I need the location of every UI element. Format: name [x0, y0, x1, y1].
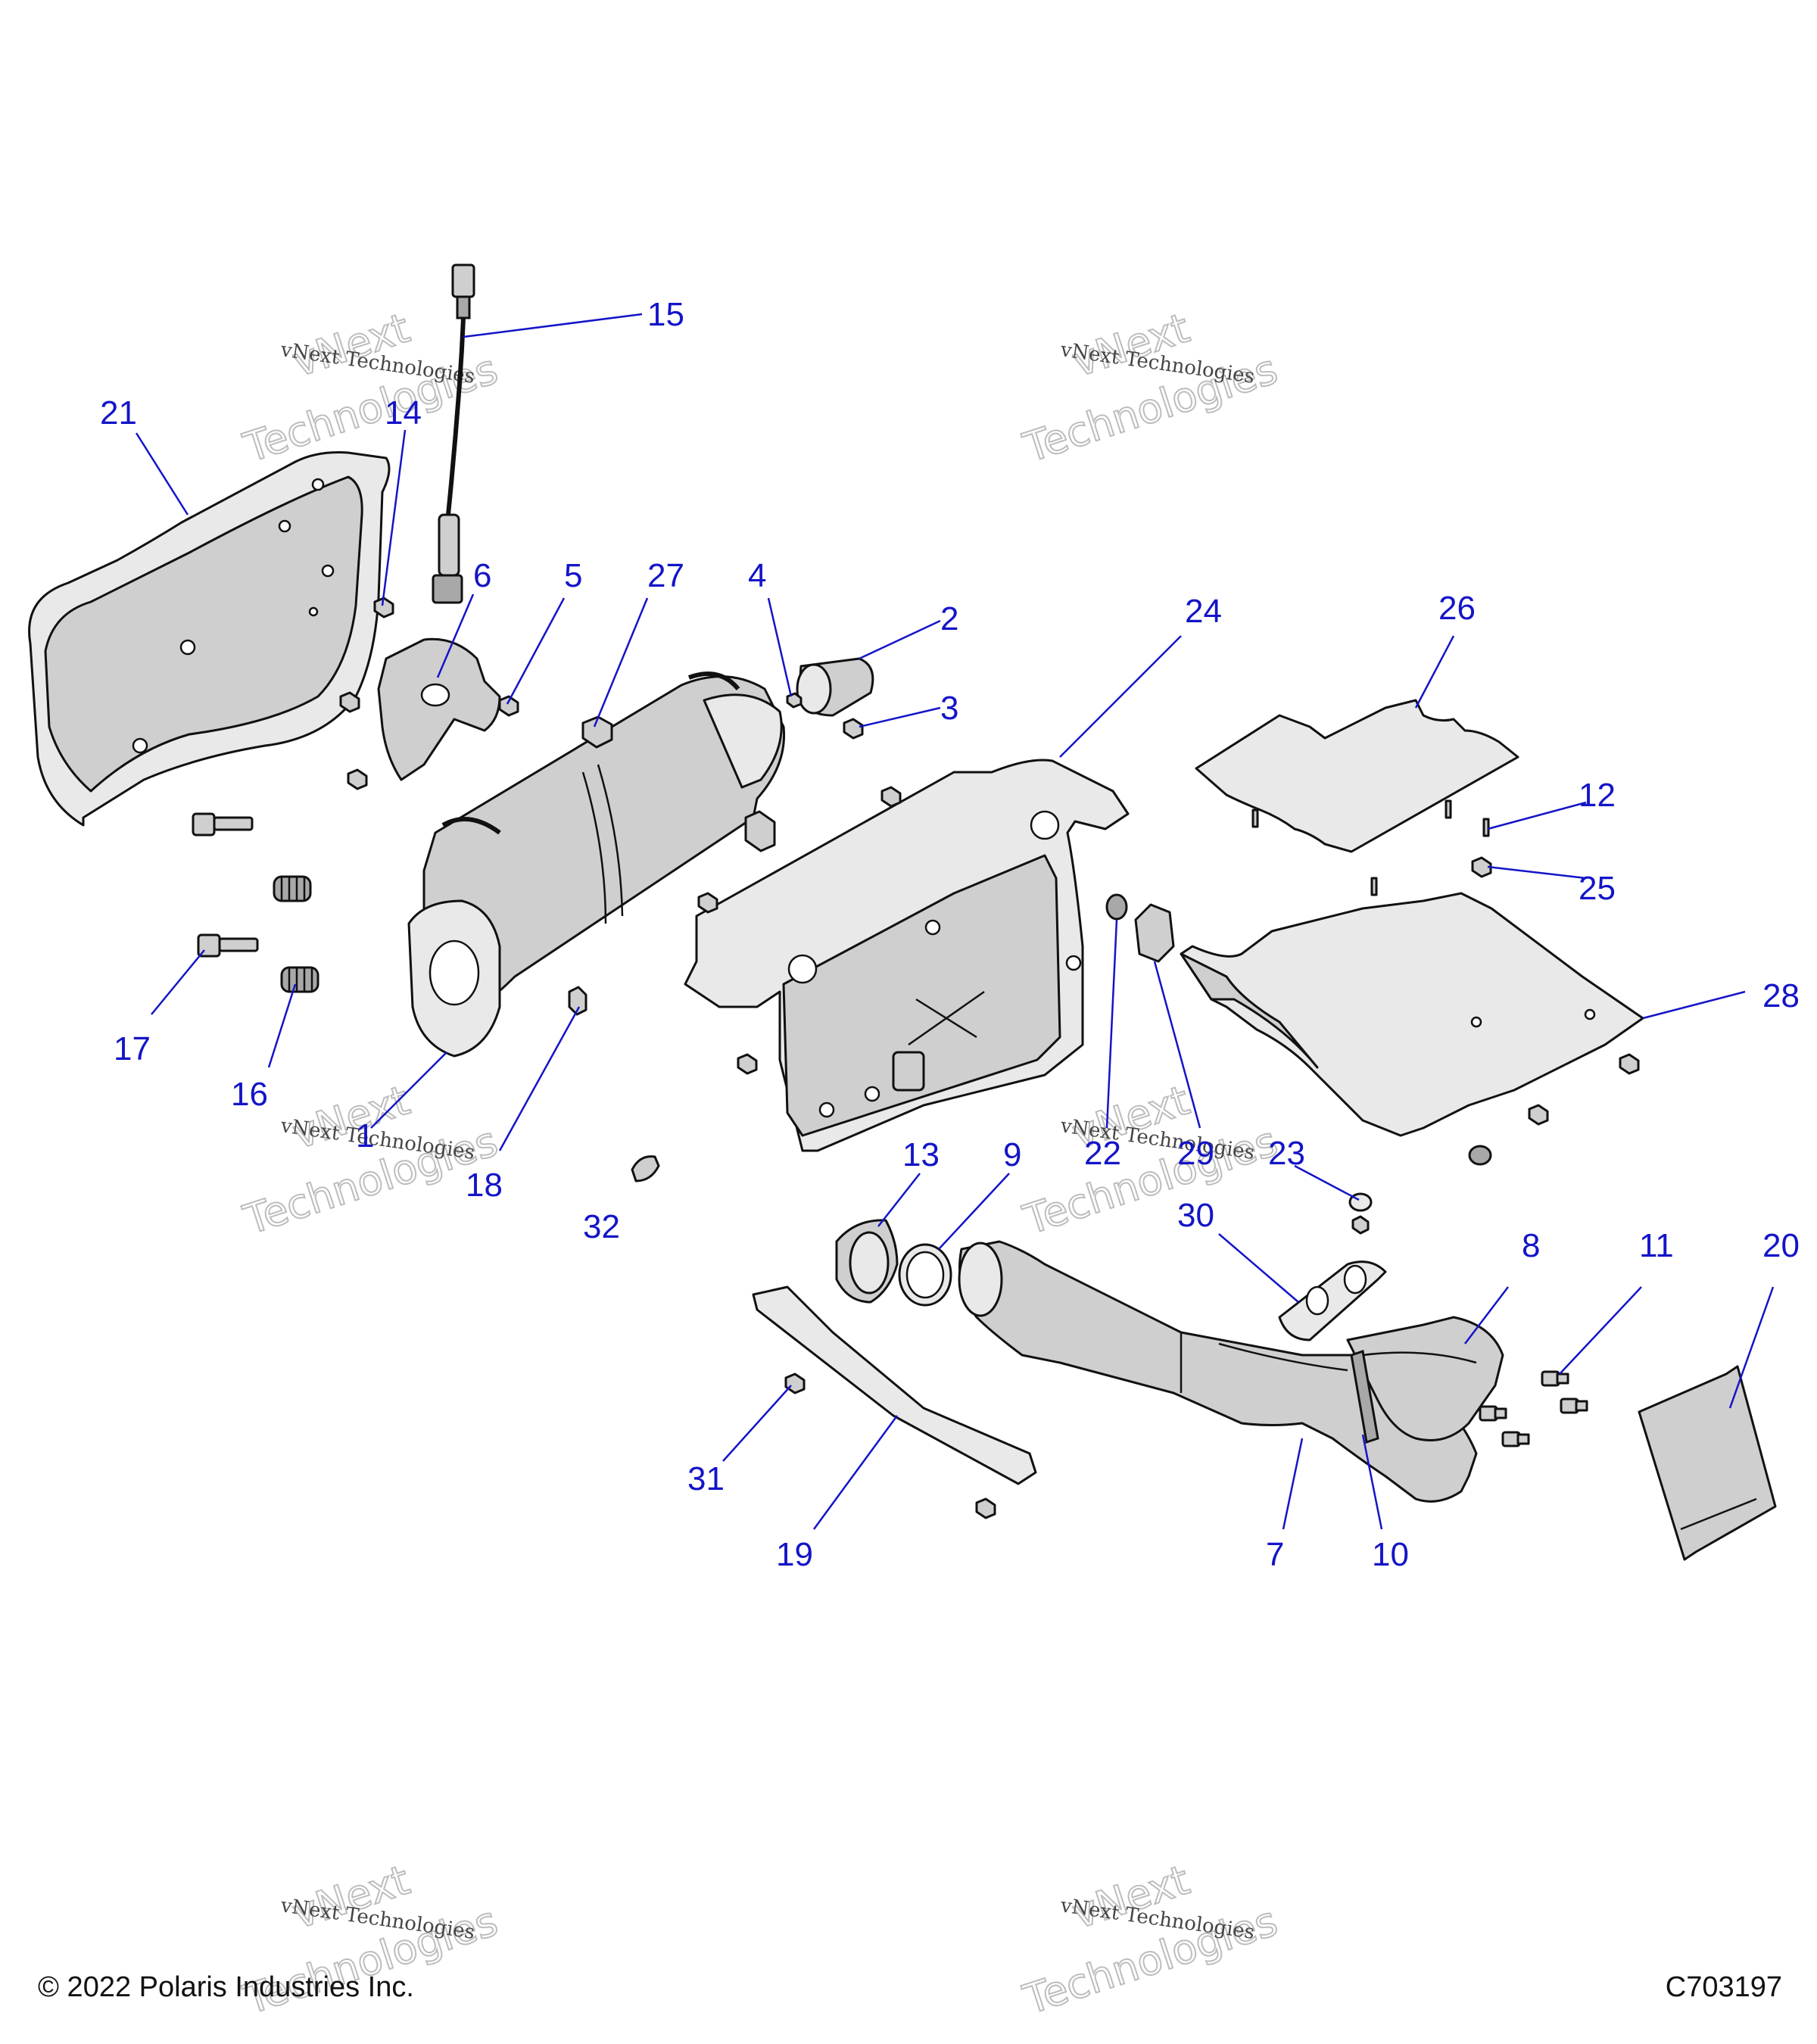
fastener-28-top	[1370, 877, 1378, 896]
part-16-spring-upper	[273, 875, 312, 902]
part-18-fastener	[568, 986, 587, 1016]
watermark-top-right: vNext Technologies vNext Technologies	[1017, 304, 1283, 473]
part-29-bracket	[1134, 903, 1175, 963]
fastener-19	[975, 1497, 996, 1519]
part-11-bolt-b	[1560, 1397, 1588, 1414]
part-10-band	[1350, 1350, 1379, 1444]
callout-6: 6	[473, 557, 491, 594]
part-13-coupling	[835, 1219, 899, 1304]
callout-4: 4	[748, 557, 766, 594]
fastener-5	[498, 695, 519, 717]
fastener-31	[784, 1373, 806, 1394]
callout-23: 23	[1268, 1135, 1305, 1172]
callout-18: 18	[466, 1167, 503, 1204]
callout-8: 8	[1522, 1227, 1540, 1264]
washer-28	[1468, 1145, 1492, 1166]
fastener-24-top	[880, 786, 902, 808]
callout-1: 1	[356, 1117, 374, 1154]
part-17-bolt-lower	[197, 933, 259, 958]
callout-22: 22	[1084, 1135, 1121, 1172]
part-11-bolt-a	[1541, 1370, 1569, 1387]
part-20-plate	[1638, 1365, 1777, 1561]
callout-25: 25	[1579, 870, 1616, 907]
part-11-bolt-c	[1479, 1405, 1507, 1422]
fastener-24-left	[697, 892, 718, 914]
leader-lines	[135, 313, 1775, 1530]
callout-14: 14	[385, 394, 422, 432]
part-2-tailpipe-tip	[796, 657, 874, 717]
fastener-3	[843, 718, 864, 740]
callout-32: 32	[583, 1208, 620, 1245]
callout-11: 11	[1639, 1227, 1674, 1264]
part-17-bolt-upper	[192, 812, 254, 837]
part-28-lower-right-shield	[1180, 892, 1644, 1137]
part-22-washer	[1105, 893, 1128, 921]
part-16-spring-lower	[280, 966, 319, 993]
callout-26: 26	[1438, 590, 1476, 627]
drawing-number: C703197	[1665, 1971, 1782, 2003]
fastener-28-bottom	[1528, 1104, 1549, 1126]
part-21-heat-shield-left	[28, 451, 391, 827]
fastener-26-b	[1445, 799, 1452, 819]
fastener-25	[1471, 856, 1492, 878]
callout-labels: 1 2 3 4 5 6 7 8 9 10 11 12 13 14 15 16 1…	[100, 296, 1800, 1573]
fastener-4	[786, 692, 803, 709]
part-8-manifold	[1346, 1316, 1504, 1441]
part-32-clamp	[631, 1155, 660, 1182]
callout-3: 3	[940, 690, 958, 727]
part-1-muffler	[407, 671, 786, 1058]
callout-16: 16	[231, 1076, 268, 1113]
callout-19: 19	[776, 1536, 813, 1573]
callout-2: 2	[940, 600, 958, 637]
copyright-notice: © 2022 Polaris Industries Inc.	[38, 1971, 414, 2003]
part-6-sensor-shield	[377, 637, 501, 781]
callout-20: 20	[1762, 1227, 1800, 1264]
fastener-left-1	[339, 691, 360, 713]
callout-30: 30	[1177, 1197, 1214, 1234]
callout-5: 5	[564, 557, 582, 594]
part-26-upper-right-shield	[1195, 699, 1519, 853]
fastener-left-2	[347, 768, 368, 790]
callout-13: 13	[902, 1136, 940, 1173]
callout-10: 10	[1372, 1536, 1409, 1573]
callout-17: 17	[114, 1030, 151, 1067]
callout-28: 28	[1762, 977, 1800, 1014]
callout-7: 7	[1266, 1536, 1284, 1573]
part-11-bolt-d	[1501, 1431, 1530, 1447]
callout-15: 15	[647, 296, 684, 333]
part-19-long-plate	[752, 1285, 1037, 1485]
callout-31: 31	[687, 1460, 725, 1497]
fastener-24-bottom	[737, 1053, 758, 1075]
fastener-28-right	[1619, 1053, 1640, 1075]
watermark-mid-left: vNext Technologies vNext Technologies	[237, 1076, 503, 1245]
part-24-center-heat-shield	[684, 759, 1130, 1152]
part-15-o2-sensor	[432, 263, 475, 604]
fastener-26-a	[1251, 809, 1259, 828]
watermark-bottom-right: vNext Technologies vNext Technologies	[1017, 1855, 1283, 2025]
callout-21: 21	[100, 394, 137, 432]
callout-29: 29	[1177, 1135, 1214, 1172]
fastener-12	[1482, 818, 1490, 837]
callout-27: 27	[647, 557, 684, 594]
part-9-clamp	[898, 1243, 952, 1307]
callout-12: 12	[1579, 777, 1616, 814]
callout-24: 24	[1185, 593, 1222, 630]
watermark-mid-right: vNext Technologies vNext Technologies	[1017, 1076, 1283, 1245]
callout-9: 9	[1003, 1136, 1021, 1173]
part-30-gasket	[1278, 1260, 1387, 1341]
part-23-washer	[1348, 1192, 1373, 1235]
